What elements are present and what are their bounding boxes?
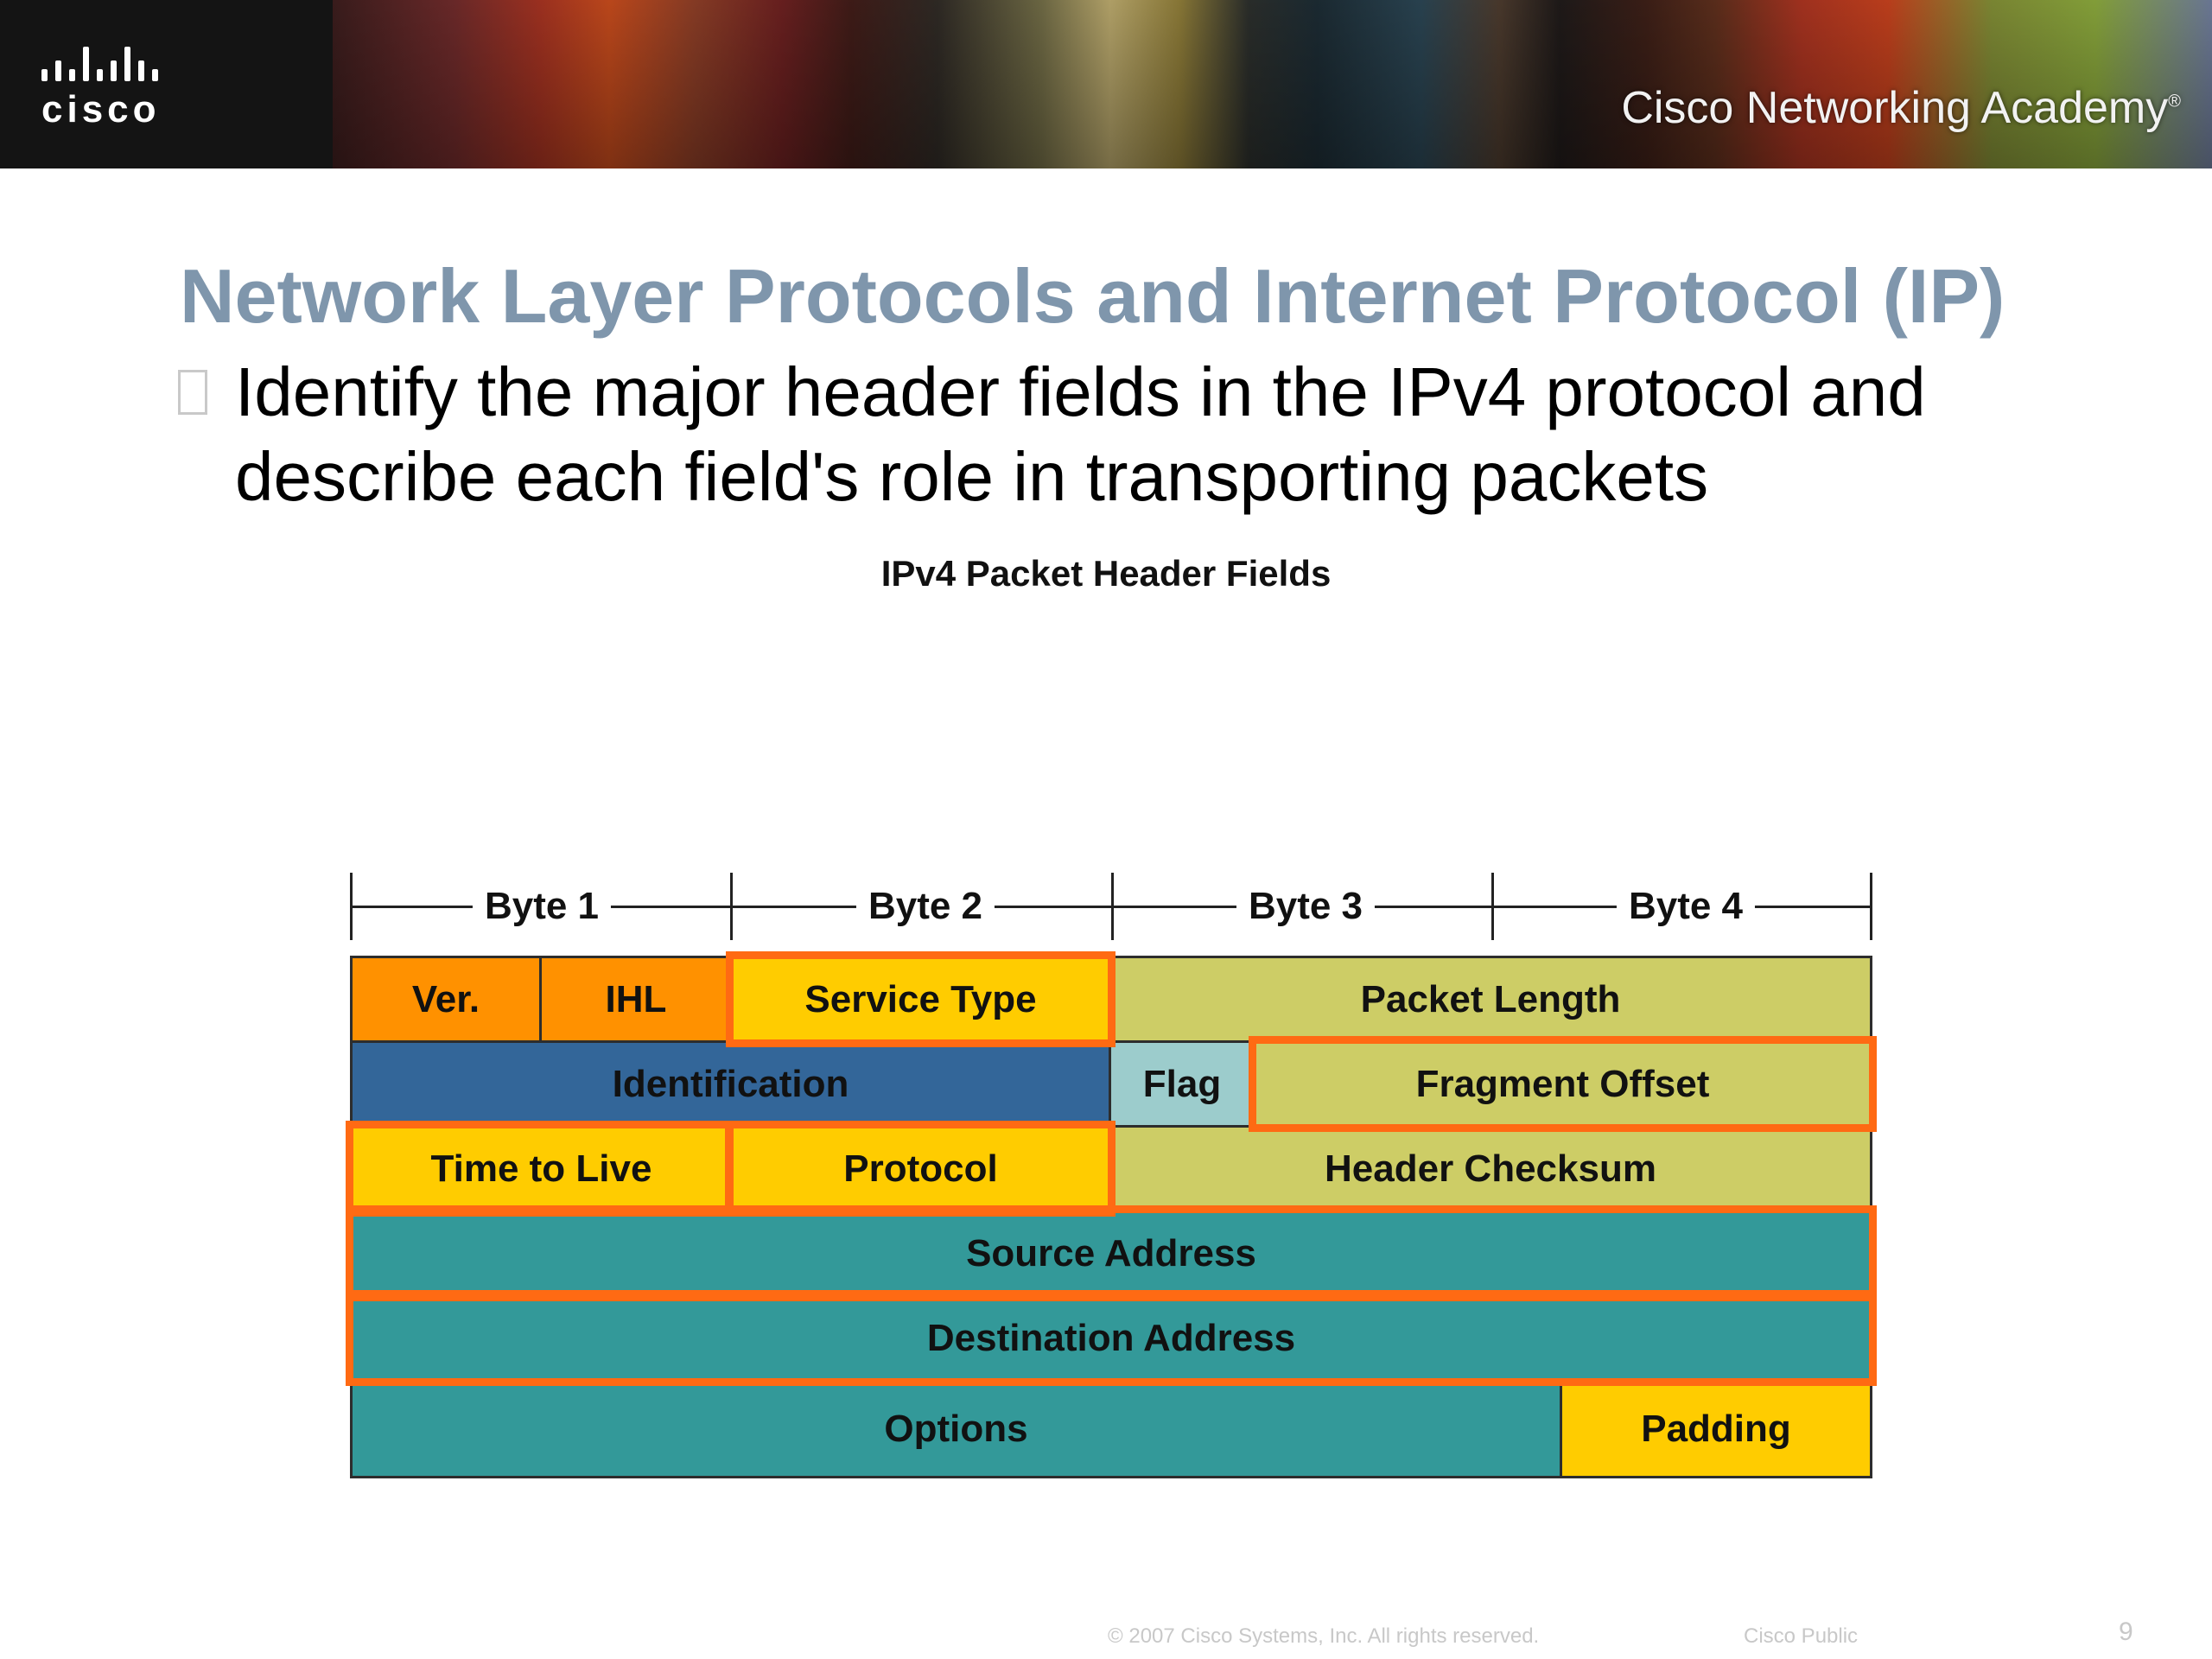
footer-classification: Cisco Public [1744, 1624, 1859, 1648]
diagram-title: IPv4 Packet Header Fields [880, 553, 1332, 594]
cisco-bridge-icon [41, 41, 214, 81]
field-packet-length: Packet Length [1109, 956, 1872, 1043]
byte-label-4: Byte 4 [1616, 885, 1756, 928]
slide-bullet: Identify the major header fields in the … [235, 353, 1926, 515]
field-time-to-live: Time to Live [350, 1125, 733, 1212]
byte-tick [1111, 873, 1114, 940]
byte-tick [730, 873, 733, 940]
field-source-address: Source Address [350, 1210, 1872, 1297]
field-flag: Flag [1109, 1040, 1255, 1128]
byte-label-2: Byte 2 [855, 885, 995, 928]
cisco-logo: cisco [41, 41, 214, 137]
page-number: 9 [2119, 1618, 2133, 1646]
banner-photo-strip [333, 0, 2212, 168]
header-banner: cisco Cisco Networking Academy® [0, 0, 2212, 168]
registered-mark: ® [2168, 92, 2181, 111]
byte-label-3: Byte 3 [1236, 885, 1376, 928]
cisco-wordmark: cisco [41, 88, 161, 130]
field-padding: Padding [1560, 1379, 1872, 1478]
academy-text: Cisco Networking Academy [1621, 83, 2169, 133]
academy-title: Cisco Networking Academy® [1621, 82, 2181, 134]
byte-scale: Byte 1 Byte 2 Byte 3 Byte 4 [350, 873, 1872, 942]
field-options: Options [350, 1379, 1562, 1478]
slide-title: Network Layer Protocols and Internet Pro… [180, 253, 2005, 339]
byte-label-1: Byte 1 [472, 885, 612, 928]
byte-tick [350, 873, 353, 940]
field-destination-address: Destination Address [350, 1294, 1872, 1382]
field-protocol: Protocol [730, 1125, 1111, 1212]
field-service-type: Service Type [730, 956, 1111, 1043]
field-version: Ver. [350, 956, 542, 1043]
field-ihl: IHL [539, 956, 733, 1043]
footer-copyright: © 2007 Cisco Systems, Inc. All rights re… [1108, 1624, 1540, 1648]
field-fragment-offset: Fragment Offset [1253, 1040, 1872, 1128]
byte-tick [1870, 873, 1872, 940]
bullet-icon [178, 370, 207, 415]
byte-tick [1491, 873, 1494, 940]
field-identification: Identification [350, 1040, 1111, 1128]
field-header-checksum: Header Checksum [1109, 1125, 1872, 1212]
